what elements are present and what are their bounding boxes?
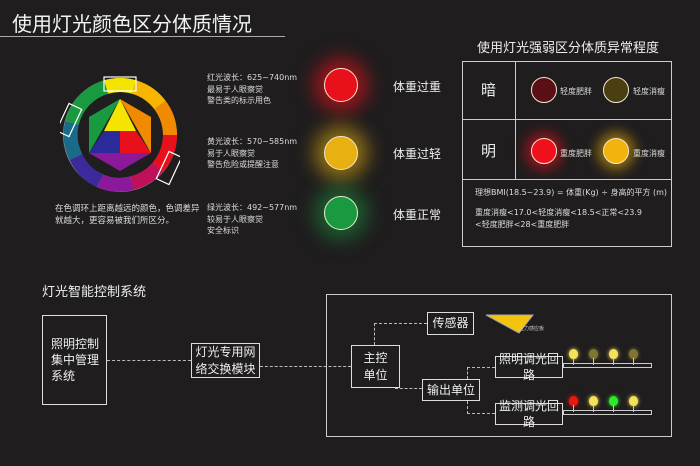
row-label-bright: 明 xyxy=(481,142,497,160)
green-light-label: 体重正常 xyxy=(393,208,442,222)
bulb-stem xyxy=(573,405,574,412)
red-light-description: 红光波长：625~740nm 最易于人眼察觉 警告类的标示用色 xyxy=(207,73,298,106)
monitor-bulb-icon xyxy=(629,396,638,406)
monitor-circuit-label: 监测调光回路 xyxy=(498,398,559,429)
yellow-light-description: 黄光波长：570~585nm 易于人眼察觉 警告危险或提醒注意 xyxy=(207,137,298,170)
bright-yellow-light xyxy=(603,138,629,164)
intensity-title: 使用灯光强弱区分体质异常程度 xyxy=(477,41,660,56)
hue-ring xyxy=(60,76,180,192)
severe-thin-label: 重度消瘦 xyxy=(633,149,665,158)
bulb-stem xyxy=(633,358,634,365)
mild-thin-label: 轻度消瘦 xyxy=(633,87,665,96)
sensor-box: 传感器 xyxy=(427,312,474,335)
lighting-circuit-label: 照明调光回路 xyxy=(498,351,559,382)
lighting-rail xyxy=(563,363,652,368)
monitor-dimming-circuit: 监测调光回路 xyxy=(495,399,563,429)
monitor-bulb-icon xyxy=(589,396,598,406)
bulb-stem xyxy=(573,358,574,365)
title-underline xyxy=(0,36,285,37)
red-light-label: 体重过重 xyxy=(393,80,442,94)
green-light xyxy=(324,196,358,230)
bright-red-light xyxy=(531,138,557,164)
green-light-description: 绿光波长：492~577nm 较易于人眼察觉 安全标识 xyxy=(207,203,298,236)
bulb-stem xyxy=(593,358,594,365)
bulb-stem xyxy=(613,405,614,412)
central-management-system: 照明控制 集中管理 系统 xyxy=(42,315,107,405)
color-wheel-caption: 在色调环上距离越远的颜色，色调差异 就越大，更容易被我们所区分。 xyxy=(55,204,200,227)
bmi-formula: 理想BMI(18.5~23.9) = 体重(Kg) ÷ 身高的平方 (m) xyxy=(475,188,668,197)
lighting-bulb-icon xyxy=(589,349,598,359)
severe-obesity-label: 重度肥胖 xyxy=(560,149,592,158)
network-switch-module: 灯光专用网 络交换模块 xyxy=(191,343,260,378)
central-management-label: 照明控制 集中管理 系统 xyxy=(51,336,100,384)
page-title: 使用灯光颜色区分体质情况 xyxy=(12,12,252,36)
color-wheel-diagram xyxy=(60,76,180,192)
sensor-label: 传感器 xyxy=(432,316,469,331)
output-unit-label: 输出单位 xyxy=(426,382,475,397)
main-control-unit: 主控 单位 xyxy=(351,345,400,388)
intensity-table: 暗 明 轻度肥胖 轻度消瘦 重度肥胖 重度消瘦 理想BMI(18.5~23.9)… xyxy=(462,61,672,247)
monitor-rail xyxy=(563,410,652,415)
main-control-label: 主控 单位 xyxy=(363,351,388,382)
bmi-ranges: 重度消瘦<17.0<轻度消瘦<18.5<正常<23.9 <轻度肥胖<28<重度肥… xyxy=(475,208,642,229)
yellow-light-label: 体重过轻 xyxy=(393,147,442,161)
monitor-bulb-icon xyxy=(569,396,578,406)
bulb-stem xyxy=(633,405,634,412)
pressure-plate-label: 压力感应板 xyxy=(519,326,545,332)
connector xyxy=(374,323,427,345)
connector xyxy=(467,367,495,379)
output-unit: 输出单位 xyxy=(422,379,480,401)
red-light xyxy=(324,68,358,102)
dim-red-light xyxy=(531,77,557,103)
lighting-dimming-circuit: 照明调光回路 xyxy=(495,352,563,382)
connector xyxy=(260,366,351,367)
connector xyxy=(467,401,495,414)
dim-yellow-light xyxy=(603,77,629,103)
connector xyxy=(395,388,422,390)
network-switch-label: 灯光专用网 络交换模块 xyxy=(195,345,256,376)
pressure-plate-icon xyxy=(485,314,535,334)
row-label-dim: 暗 xyxy=(481,81,497,99)
mild-obesity-label: 轻度肥胖 xyxy=(560,87,592,96)
lighting-bulb-icon xyxy=(609,349,618,359)
system-title: 灯光智能控制系统 xyxy=(42,285,147,300)
connector xyxy=(107,360,191,361)
control-frame xyxy=(326,294,672,437)
lighting-bulb-icon xyxy=(569,349,578,359)
monitor-bulb-icon xyxy=(609,396,618,406)
lighting-bulb-icon xyxy=(629,349,638,359)
yellow-light xyxy=(324,136,358,170)
bulb-stem xyxy=(593,405,594,412)
bulb-stem xyxy=(613,358,614,365)
